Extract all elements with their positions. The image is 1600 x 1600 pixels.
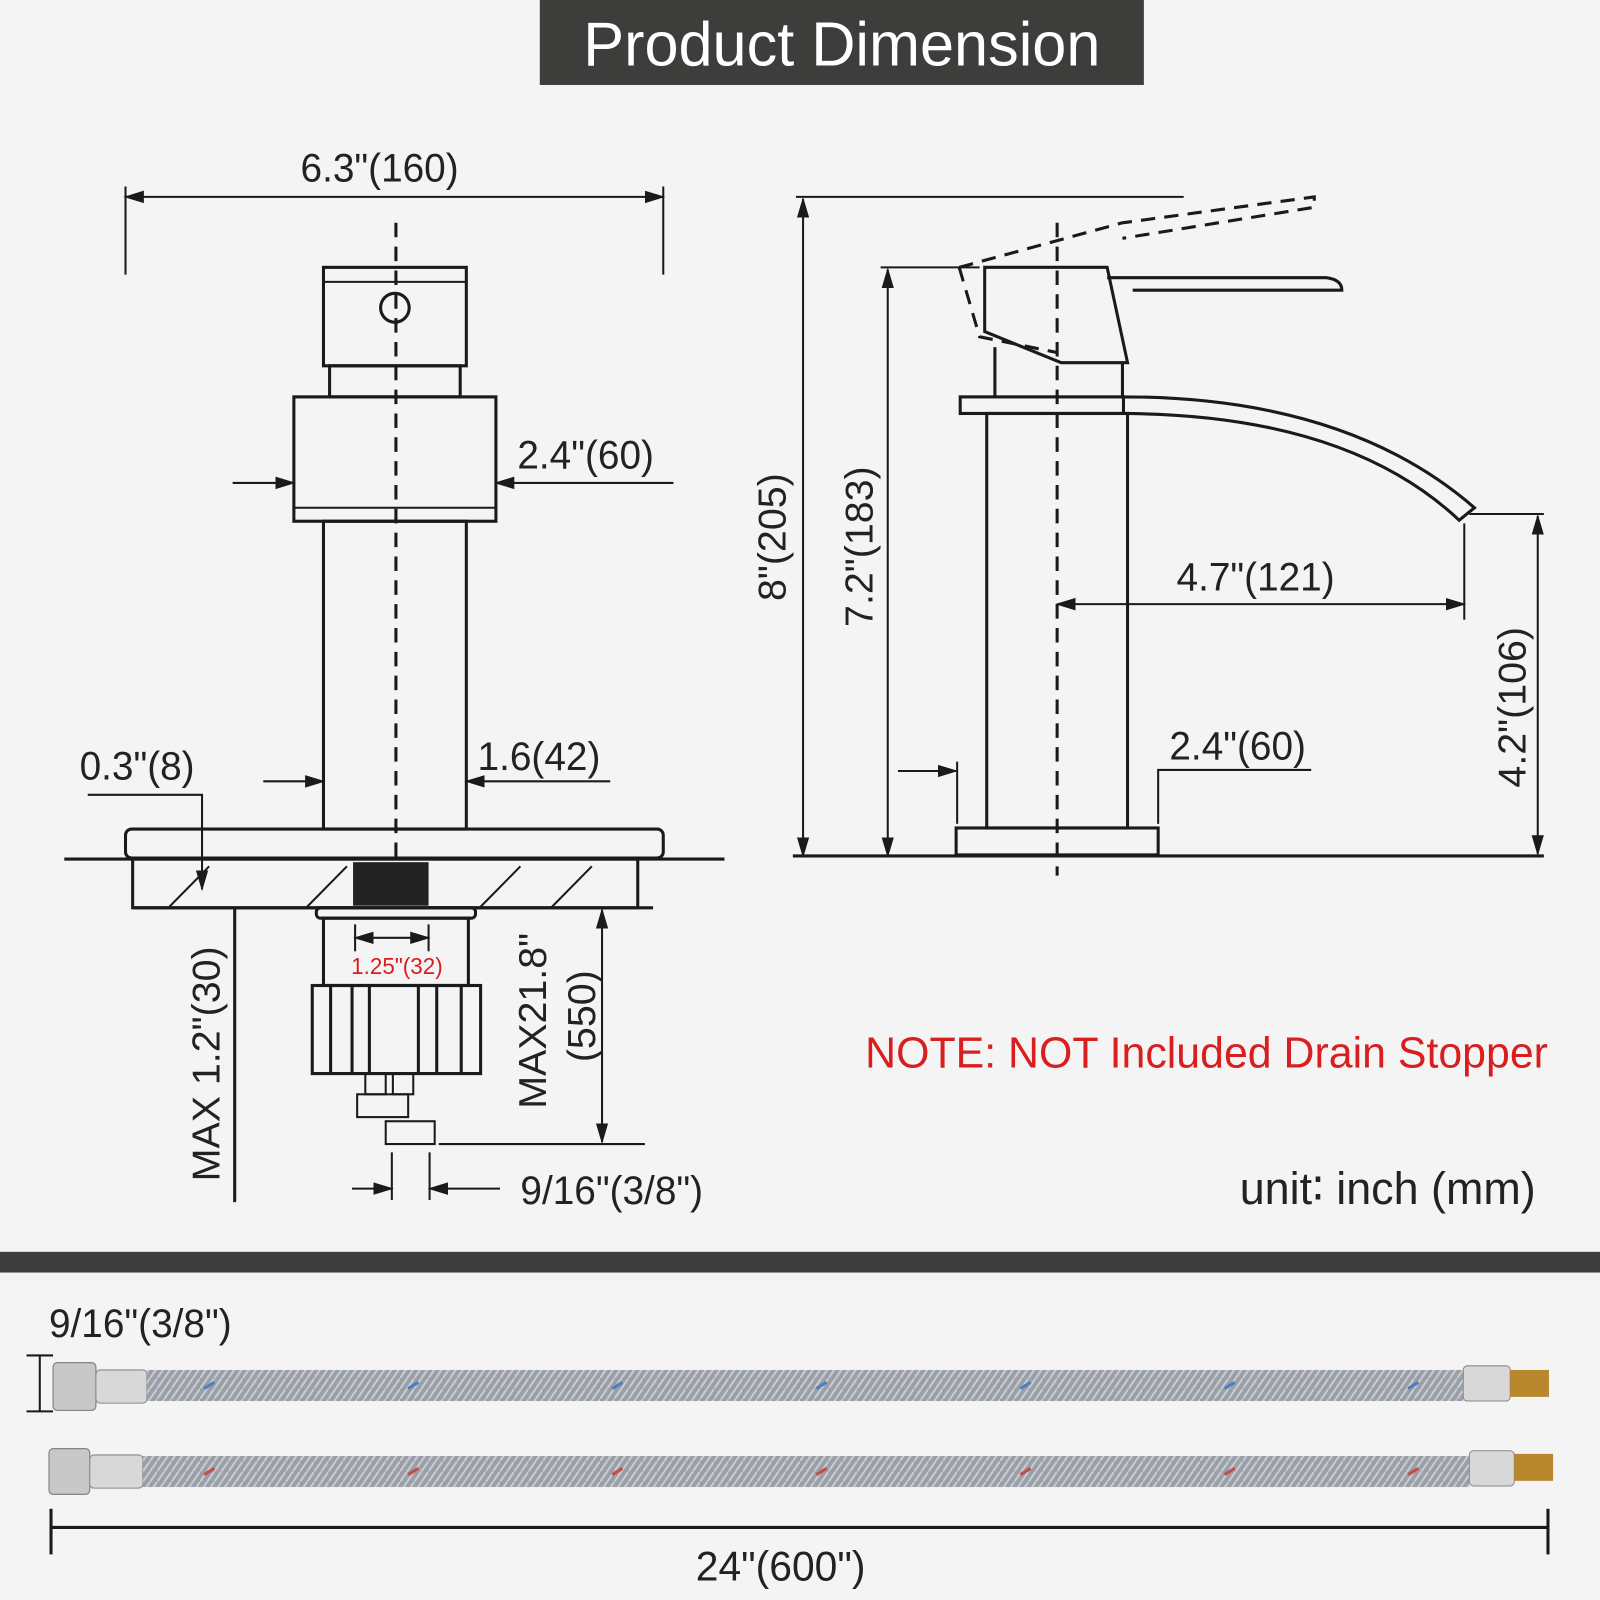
dim-supply-length-in: MAX21.8"	[512, 933, 555, 1109]
hose-length: 24"(600")	[696, 1543, 866, 1589]
hoses-section: 9/16"(3/8") 24"(600")	[26, 1303, 1554, 1589]
dim-supply-length-mm: (550)	[561, 970, 604, 1062]
dim-max-deck: MAX 1.2"(30)	[186, 946, 229, 1181]
unit-label: unit∶ inch (mm)	[1240, 1163, 1536, 1214]
note-drain-stopper: NOTE: NOT Included Drain Stopper	[865, 1029, 1548, 1077]
dim-shank: 1.25"(32)	[351, 954, 443, 979]
dim-reach: 4.7"(121)	[1177, 556, 1335, 599]
page-title: Product Dimension	[583, 10, 1100, 80]
dim-body-width: 2.4"(60)	[517, 434, 654, 477]
title-banner: Product Dimension	[539, 0, 1144, 85]
side-view: 8"(205) 7.2"(183) 4.7"(121) 4.2"(106) 2.…	[752, 195, 1544, 876]
dim-connector: 9/16"(3/8")	[520, 1170, 703, 1213]
dim-base-depth: 2.4"(60)	[1169, 725, 1306, 768]
dim-base-thickness: 0.3"(8)	[80, 745, 195, 788]
front-view: 6.3"(160) 2.4"(60) 1.6(42) 0.3"(8) 1.25"…	[64, 147, 725, 1213]
dim-total-height: 8"(205)	[752, 473, 795, 601]
dim-width: 6.3"(160)	[301, 147, 459, 190]
dim-stem-width: 1.6(42)	[478, 736, 601, 779]
hose-connector-size: 9/16"(3/8")	[49, 1303, 232, 1346]
dim-spout-height: 4.2"(106)	[1492, 627, 1535, 788]
cold-water-hose	[52, 1362, 1549, 1411]
section-divider	[0, 1251, 1600, 1273]
hot-water-hose	[48, 1448, 1554, 1495]
dim-spout-top-height: 7.2"(183)	[839, 466, 882, 627]
